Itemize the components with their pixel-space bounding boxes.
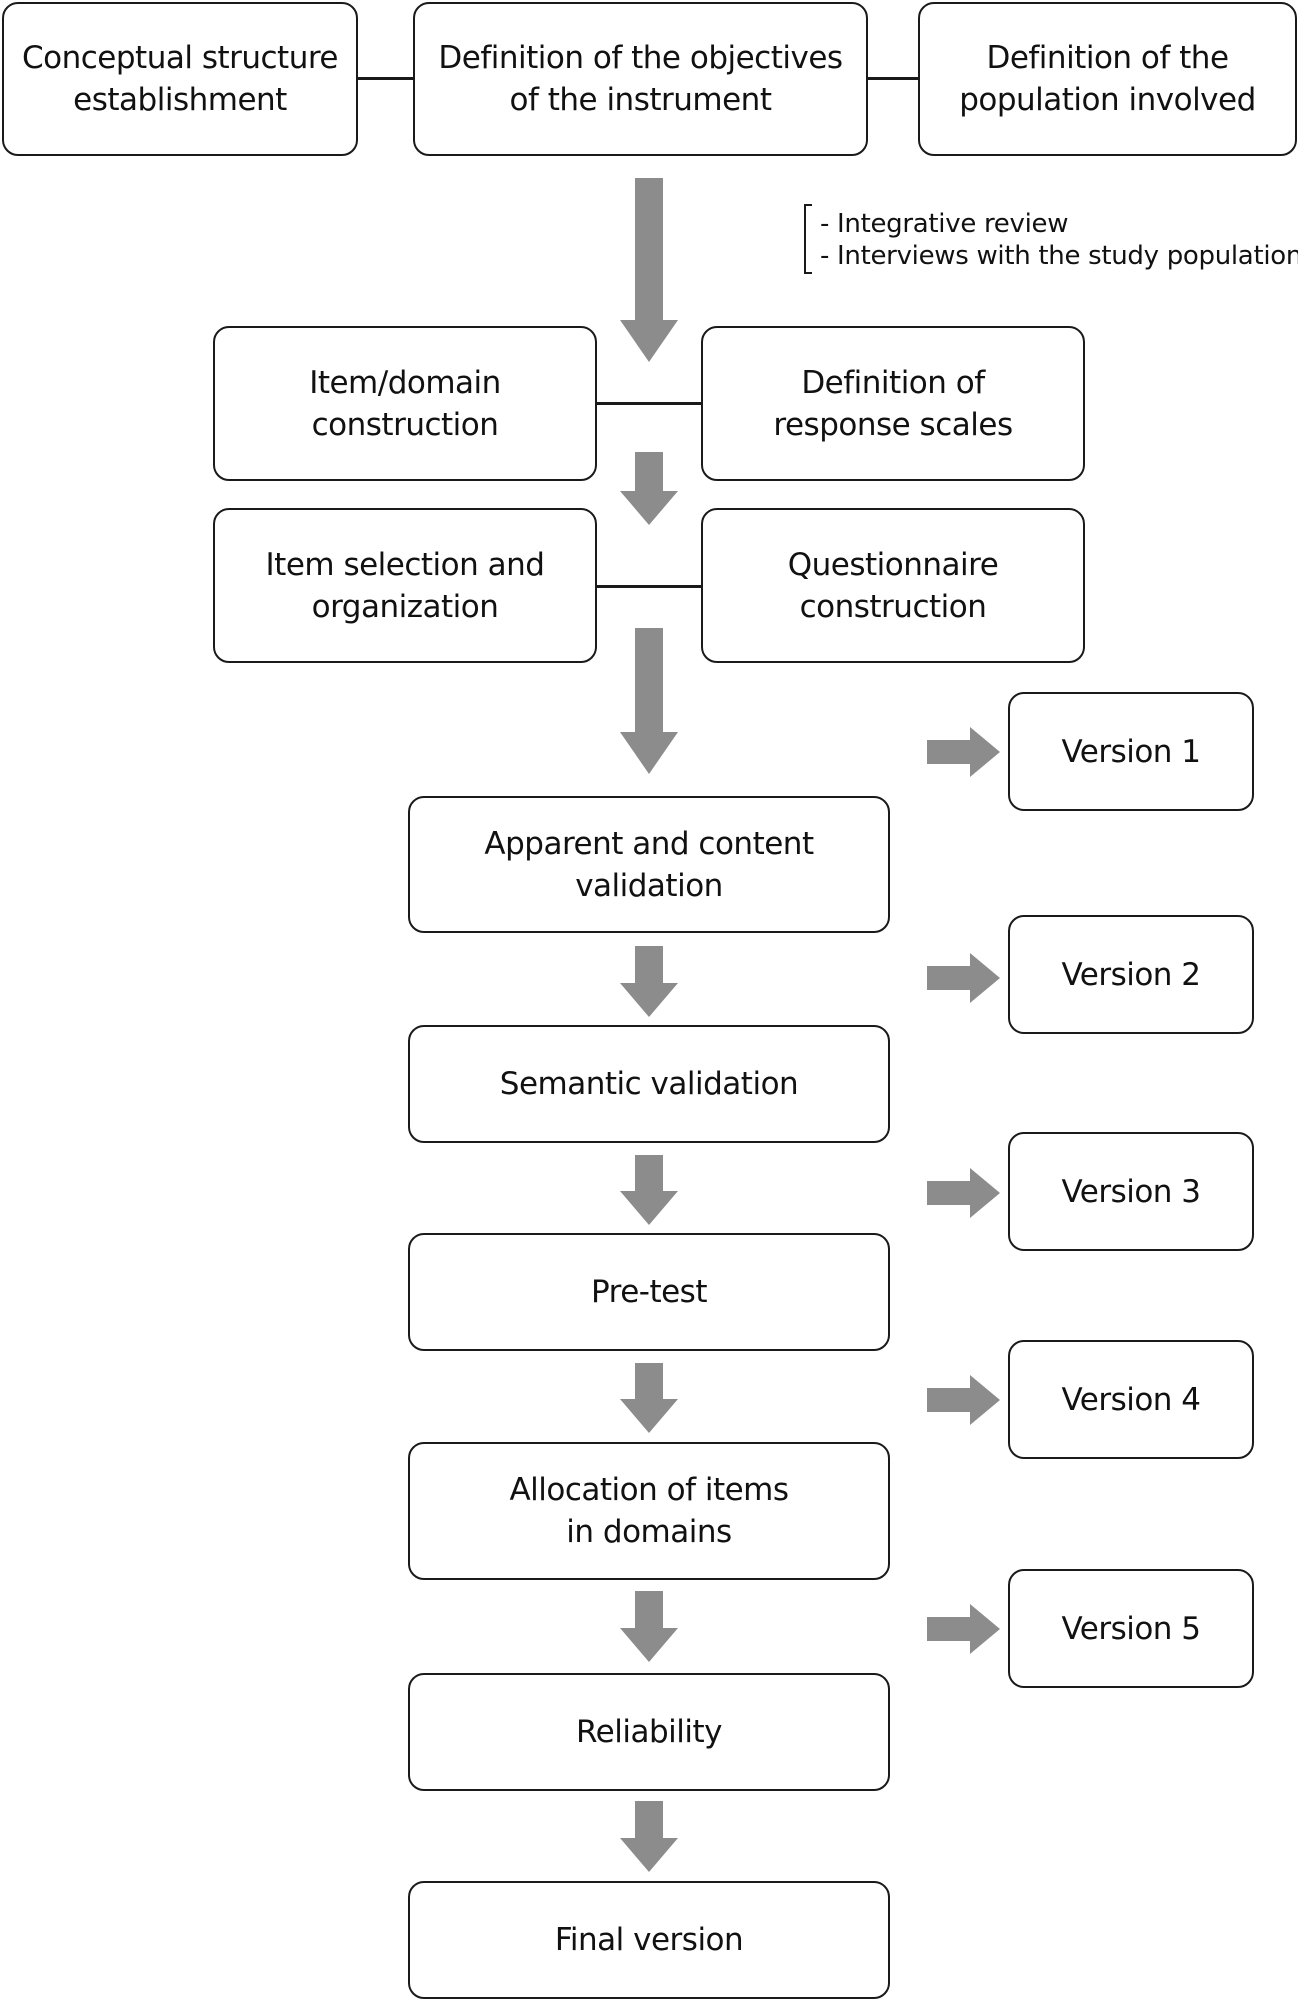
response-scales-label: Definition of response scales: [773, 364, 1013, 443]
connector-top-right: [867, 77, 919, 80]
item-selection-label: Item selection and organization: [265, 546, 545, 625]
arrow-right-version-4: [927, 1375, 1000, 1425]
version-3-label: Version 3: [1061, 1173, 1201, 1210]
version-4-label: Version 4: [1061, 1381, 1201, 1418]
pre-test-box: Pre-test: [408, 1233, 890, 1351]
arrow-down-3: [620, 628, 678, 774]
response-scales-box: Definition of response scales: [701, 326, 1085, 481]
allocation-of-items-label: Allocation of items in domains: [509, 1472, 789, 1550]
item-domain-construction-label: Item/domain construction: [309, 364, 501, 443]
semantic-validation-label: Semantic validation: [499, 1066, 799, 1102]
reliability-box: Reliability: [408, 1673, 890, 1791]
arrow-right-version-1: [927, 727, 1000, 777]
allocation-of-items-box: Allocation of items in domains: [408, 1442, 890, 1580]
item-selection-box: Item selection and organization: [213, 508, 597, 663]
conceptual-structure-box: Conceptual structure establishment: [2, 2, 358, 156]
questionnaire-construction-label: Questionnaire construction: [787, 546, 999, 625]
population-label: Definition of the population involved: [959, 40, 1256, 118]
connector-row3: [596, 585, 703, 588]
arrow-down-4: [620, 946, 678, 1017]
version-1-box: Version 1: [1008, 692, 1254, 811]
questionnaire-construction-box: Questionnaire construction: [701, 508, 1085, 663]
version-2-box: Version 2: [1008, 915, 1254, 1034]
version-4-box: Version 4: [1008, 1340, 1254, 1459]
method-notes: - Integrative review - Interviews with t…: [820, 208, 1298, 272]
note-interviews: - Interviews with the study population: [820, 241, 1298, 271]
semantic-validation-box: Semantic validation: [408, 1025, 890, 1143]
connector-top-left: [358, 77, 414, 80]
arrow-down-2: [620, 452, 678, 525]
version-1-label: Version 1: [1061, 733, 1201, 770]
arrow-right-version-3: [927, 1168, 1000, 1218]
apparent-content-validation-label: Apparent and content validation: [484, 825, 814, 904]
conceptual-structure-label: Conceptual structure establishment: [22, 40, 339, 118]
pre-test-label: Pre-test: [590, 1274, 708, 1310]
version-5-box: Version 5: [1008, 1569, 1254, 1688]
arrow-down-8: [620, 1801, 678, 1872]
arrow-down-5: [620, 1155, 678, 1225]
final-version-box: Final version: [408, 1881, 890, 1999]
note-integrative-review: - Integrative review: [820, 209, 1069, 239]
objectives-label: Definition of the objectives of the inst…: [438, 40, 843, 118]
version-3-box: Version 3: [1008, 1132, 1254, 1251]
final-version-label: Final version: [554, 1922, 744, 1958]
objectives-box: Definition of the objectives of the inst…: [413, 2, 868, 156]
arrow-right-version-5: [927, 1604, 1000, 1654]
arrow-down-6: [620, 1363, 678, 1433]
version-2-label: Version 2: [1061, 956, 1201, 993]
notes-bracket: [804, 204, 812, 274]
apparent-content-validation-box: Apparent and content validation: [408, 796, 890, 933]
arrow-down-7: [620, 1591, 678, 1662]
item-domain-construction-box: Item/domain construction: [213, 326, 597, 481]
connector-row2: [596, 402, 703, 405]
arrow-right-version-2: [927, 953, 1000, 1003]
population-box: Definition of the population involved: [918, 2, 1297, 156]
arrow-down-1: [620, 178, 678, 362]
reliability-label: Reliability: [576, 1714, 722, 1750]
version-5-label: Version 5: [1061, 1610, 1201, 1647]
